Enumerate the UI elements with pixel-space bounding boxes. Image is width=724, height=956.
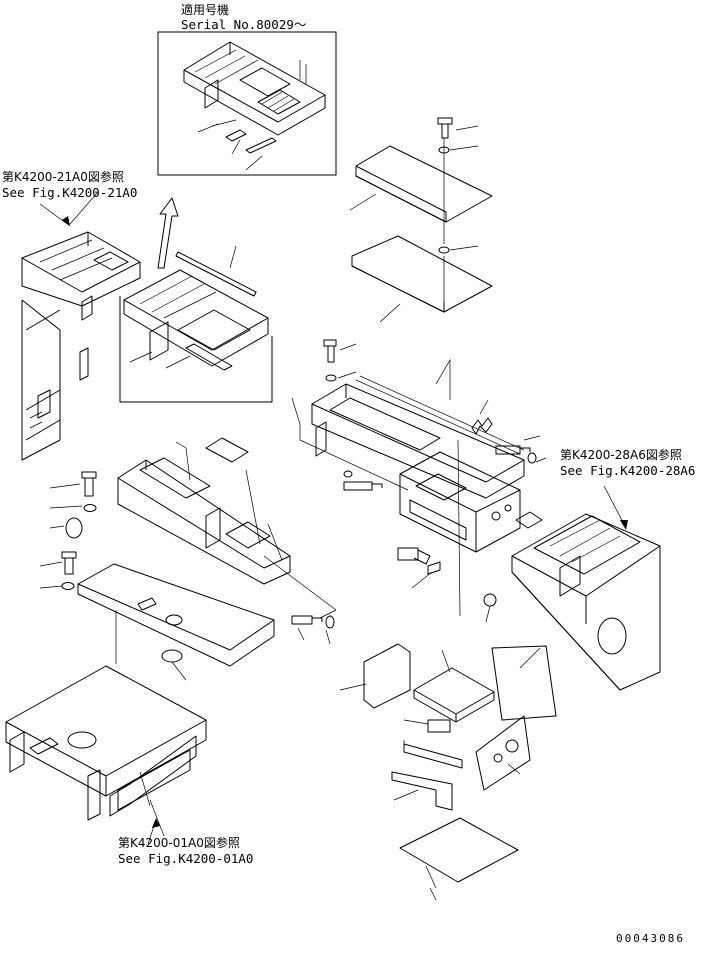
rod-part <box>175 251 257 297</box>
ref-28a6-en: See Fig.K4200-28A6 <box>560 463 696 478</box>
left-ref-leader <box>39 203 71 227</box>
right-reference-assembly <box>511 485 661 691</box>
upper-cover-plate <box>349 145 493 223</box>
inset-serial-box <box>157 31 337 176</box>
tray-detail-box <box>119 269 273 403</box>
ref-21a0-jp: 第K4200-21A0図参照 <box>2 170 124 184</box>
ref-01a0-jp: 第K4200-01A0図参照 <box>118 836 240 850</box>
side-bolts <box>343 435 547 491</box>
rubber-sheet <box>491 645 557 721</box>
switch-panel <box>399 439 521 617</box>
ref-28a6-jp: 第K4200-28A6図参照 <box>560 448 682 462</box>
inset-title: 適用号機 <box>181 3 230 17</box>
floor-mat <box>399 817 519 901</box>
handle-part <box>403 719 463 769</box>
drawing-number: 00043086 <box>616 932 685 945</box>
console-frame <box>291 358 525 499</box>
bottom-plate <box>77 563 275 681</box>
lower-cover-plate <box>351 235 493 323</box>
ref-01a0-en: See Fig.K4200-01A0 <box>118 851 254 866</box>
inset-serial: Serial No.80029～ <box>181 17 307 32</box>
spring-part <box>471 399 493 435</box>
left-reference-assembly <box>21 191 141 461</box>
middle-bolt-washer <box>323 339 357 382</box>
top-screw <box>437 117 479 306</box>
angle-bracket <box>391 771 453 811</box>
bottom-bolt-washer <box>263 555 337 645</box>
ref-21a0-en: See Fig.K4200-21A0 <box>2 185 138 200</box>
knob-part <box>483 593 497 623</box>
inset-pointer-arrow <box>157 197 179 269</box>
floor-frame-assembly <box>5 665 207 837</box>
left-side-plate <box>339 643 411 709</box>
left-fasteners <box>39 471 97 590</box>
base-plate <box>413 649 495 723</box>
front-cover-panel <box>117 437 291 585</box>
side-cover <box>475 715 531 791</box>
connector-part <box>397 547 441 589</box>
